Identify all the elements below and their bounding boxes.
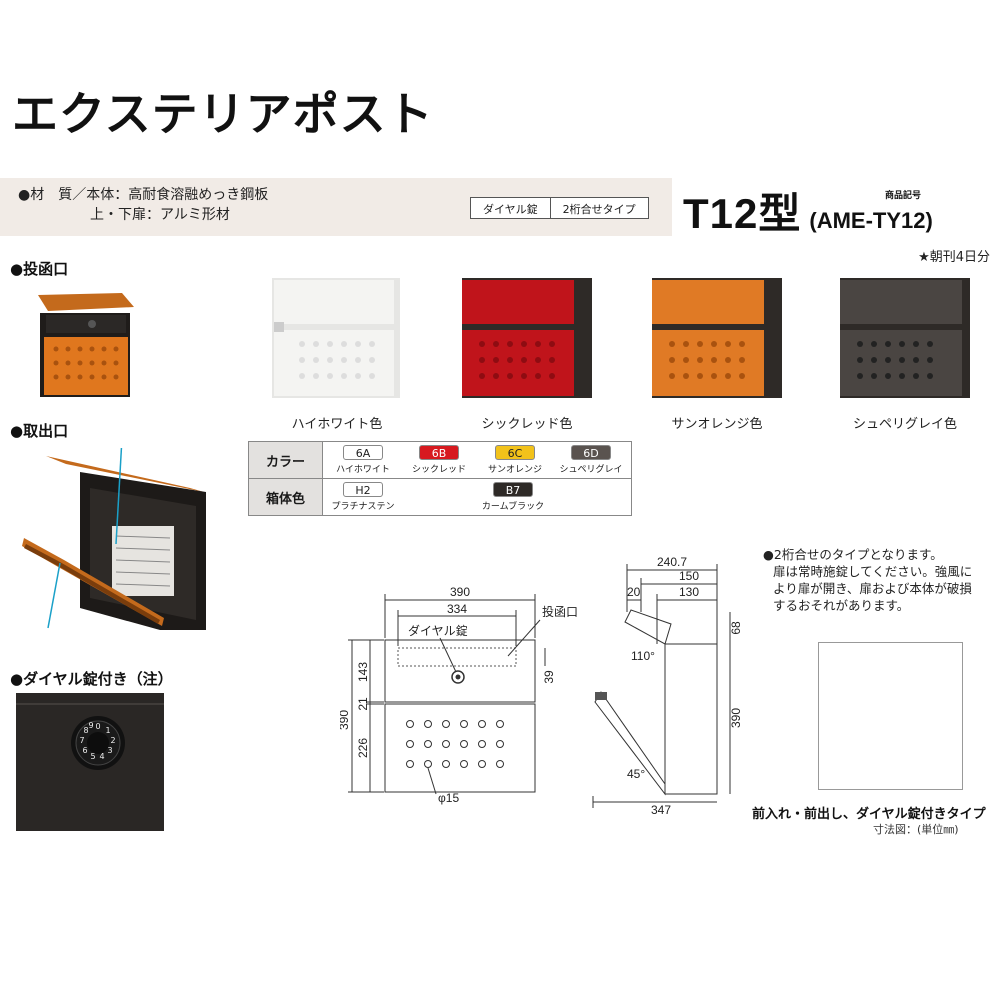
footer-type: 前入れ・前出し、ダイヤル錠付きタイプ xyxy=(752,807,986,822)
model-code-label: 商品記号 xyxy=(885,191,922,201)
lock-type: ダイヤル錠 xyxy=(483,203,538,216)
svg-text:0: 0 xyxy=(95,722,100,731)
model-heading: T12型 (AME-TY12) xyxy=(683,180,933,241)
note-line-4: するおそれがあります。 xyxy=(773,598,910,613)
delivery-note: ★朝刊4日分 xyxy=(918,250,990,265)
dim-hole-dia: φ15 xyxy=(438,791,459,805)
dim-height-top: 143 xyxy=(356,662,370,682)
svg-text:7: 7 xyxy=(79,736,84,745)
dim-slot-height: 39 xyxy=(542,670,556,684)
slot-label: 投函口 xyxy=(542,604,578,619)
svg-text:1: 1 xyxy=(105,726,110,735)
color-row-label: カラー xyxy=(248,441,323,479)
caption-white: ハイホワイト色 xyxy=(291,417,383,432)
caption-red: シックレッド色 xyxy=(481,417,573,432)
svg-text:2: 2 xyxy=(110,736,115,745)
usage-note: ●2桁合せのタイプとなります。 扉は常時施錠してください。強風に より扉が開き、… xyxy=(763,546,993,614)
slot-section-label: ●投函口 xyxy=(10,260,69,278)
dim-height-gap: 21 xyxy=(356,697,370,711)
angle-top: 110° xyxy=(631,649,655,663)
body-row-label: 箱体色 xyxy=(248,478,323,516)
takeout-photo xyxy=(22,448,206,630)
note-line-1: ●2桁合せのタイプとなります。 xyxy=(763,547,943,562)
svg-text:5: 5 xyxy=(90,752,95,761)
svg-text:3: 3 xyxy=(107,746,112,755)
front-dimension-drawing: 390 334 ダイヤル錠 投函口 390 143 21 226 39 φ15 xyxy=(340,585,578,805)
product-white xyxy=(272,278,400,398)
door-spec: 上・下扉：アルミ形材 xyxy=(90,207,230,223)
caption-grey: シュペリグレイ色 xyxy=(852,417,957,432)
lock-type-table: ダイヤル錠 2桁合せタイプ xyxy=(470,197,649,219)
angle-bottom: 45° xyxy=(627,767,645,781)
spec-band: ●材 質／本体：高耐食溶融めっき鋼板 上・下扉：アルミ形材 ダイヤル錠 2桁合せ… xyxy=(0,178,672,236)
slot-photo xyxy=(38,293,134,397)
takeout-section-label: ●取出口 xyxy=(10,422,69,440)
dim-width-inner: 334 xyxy=(447,602,467,616)
dim-130: 130 xyxy=(679,585,699,599)
dim-height-bottom: 226 xyxy=(356,738,370,758)
dim-height-total: 390 xyxy=(340,710,351,730)
svg-text:8: 8 xyxy=(83,726,88,735)
product-orange xyxy=(652,278,782,398)
dim-150: 150 xyxy=(679,569,699,583)
blank-image-frame xyxy=(818,642,963,790)
material-spec: ●材 質／本体：高耐食溶融めっき鋼板 xyxy=(18,187,269,203)
note-line-3: より扉が開き、扉および本体が破損 xyxy=(773,581,972,596)
svg-text:4: 4 xyxy=(99,752,104,761)
footer-unit: 寸法図：(単位㎜) xyxy=(873,823,959,836)
dim-depth-open: 347 xyxy=(651,803,671,814)
caption-orange: サンオレンジ色 xyxy=(671,417,763,432)
dim-depth-top: 240.7 xyxy=(657,555,687,569)
model-name: T12型 xyxy=(683,190,802,237)
dim-68: 68 xyxy=(729,621,743,635)
dial-section-label: ●ダイヤル錠付き（注） xyxy=(10,670,173,688)
dim-390: 390 xyxy=(729,708,743,728)
product-grey xyxy=(840,278,970,398)
svg-text:9: 9 xyxy=(88,721,93,730)
dim-width-total: 390 xyxy=(450,585,470,599)
side-dimension-drawing: 240.7 150 20 130 68 390 110° 45° 347 xyxy=(592,555,743,814)
svg-text:6: 6 xyxy=(82,746,87,755)
lock-digits: 2桁合せタイプ xyxy=(549,198,648,218)
page-title: エクステリアポスト xyxy=(12,87,434,141)
dim-20: 20 xyxy=(627,585,641,599)
note-line-2: 扉は常時施錠してください。強風に xyxy=(773,564,973,579)
product-red xyxy=(462,278,592,398)
model-code: (AME-TY12) xyxy=(809,208,933,233)
lock-label: ダイヤル錠 xyxy=(408,623,468,638)
